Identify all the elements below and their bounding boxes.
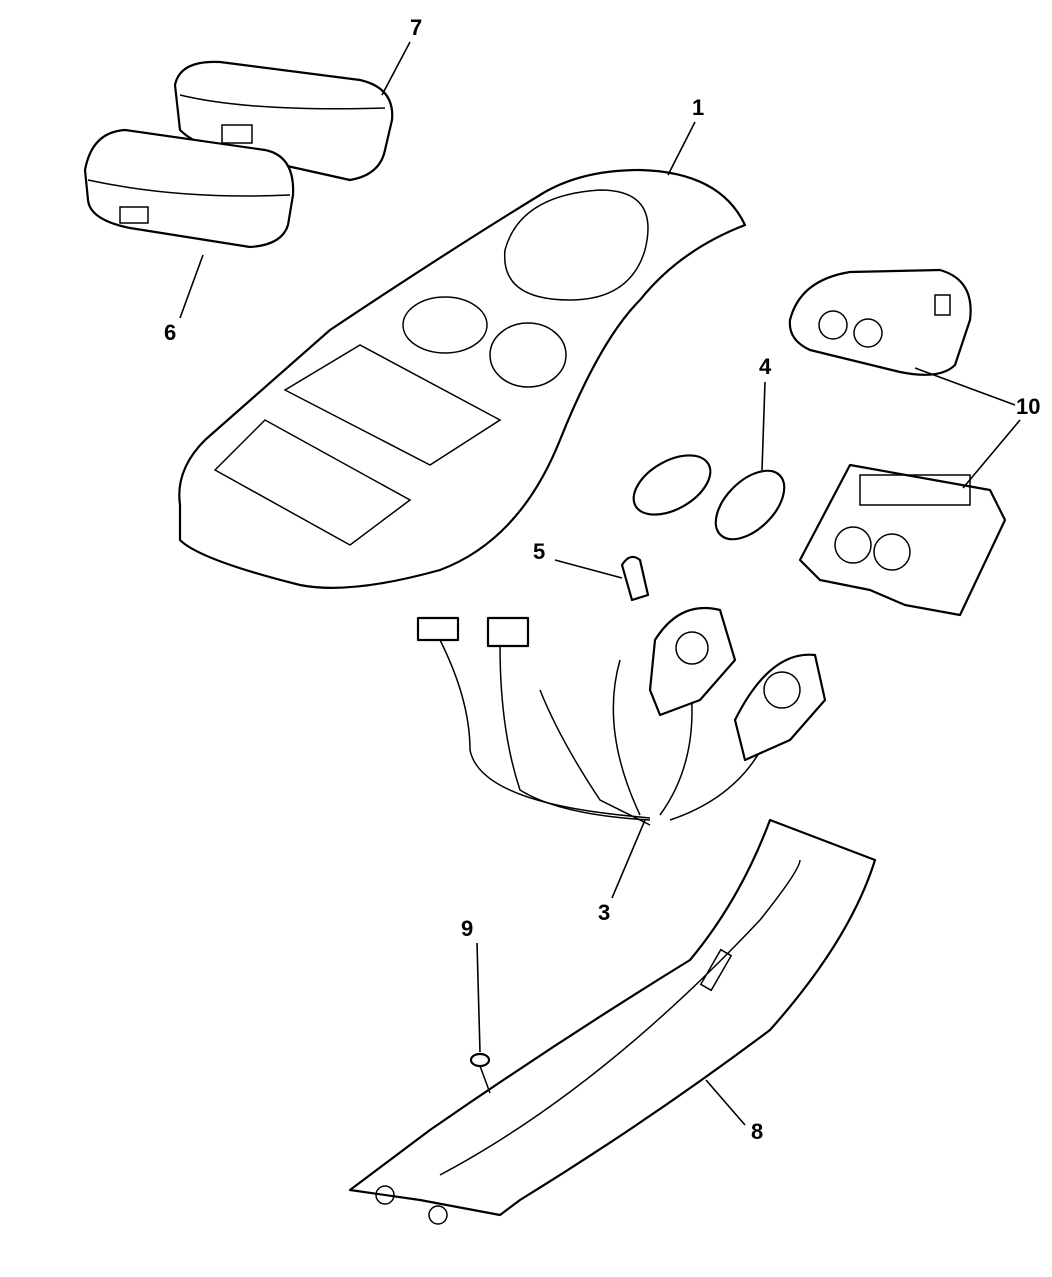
callout-3: 3 <box>598 900 611 925</box>
part-1-console-housing <box>178 168 747 589</box>
part-3-harness <box>416 606 827 826</box>
part-4-lamps <box>632 454 786 541</box>
part-10-lens <box>788 268 972 376</box>
callout-6: 6 <box>164 320 177 345</box>
callout-10: 10 <box>1016 394 1041 419</box>
part-8-bracket <box>348 818 877 1225</box>
callout-4: 4 <box>759 354 772 379</box>
part-6-cover <box>83 128 295 249</box>
part-10-module <box>798 463 1007 617</box>
part-9-screw <box>469 1052 491 1094</box>
callout-9: 9 <box>461 916 474 941</box>
callout-5: 5 <box>533 539 546 564</box>
part-5-bulb <box>620 555 650 602</box>
callout-8: 8 <box>751 1119 764 1144</box>
callout-7: 7 <box>410 15 423 40</box>
callout-1: 1 <box>692 95 705 120</box>
leader-lines <box>179 41 1021 1126</box>
